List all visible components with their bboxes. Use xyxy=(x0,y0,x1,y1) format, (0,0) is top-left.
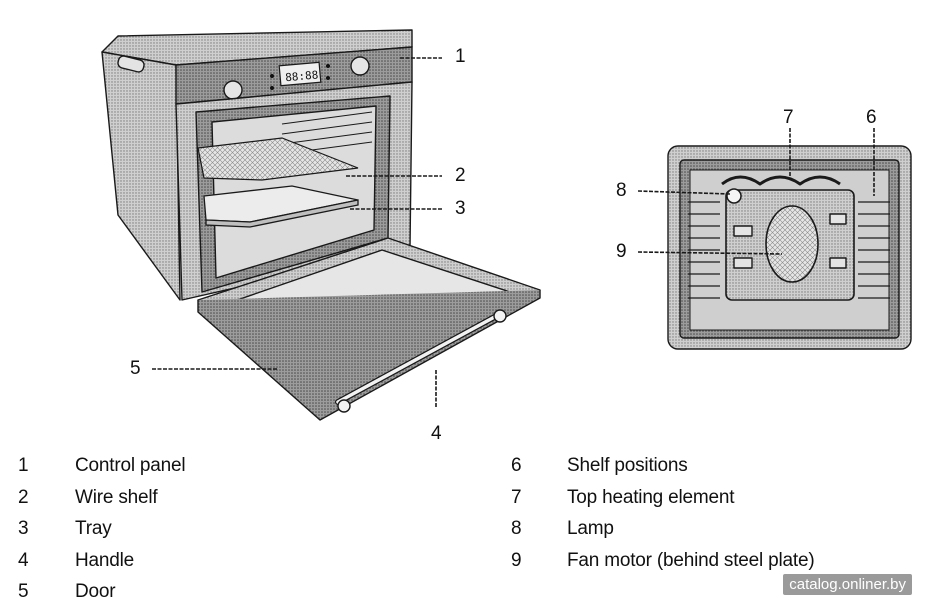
fan-motor xyxy=(765,205,819,283)
callout-3: 3 xyxy=(455,198,466,219)
legend-num-6: 6 xyxy=(511,455,522,476)
tray xyxy=(203,185,359,228)
left-knob xyxy=(223,80,243,100)
legend-text-6: Shelf positions xyxy=(567,455,688,476)
legend-text-4: Handle xyxy=(75,550,135,571)
door xyxy=(197,237,541,421)
oven-diagram: 88:88 xyxy=(101,29,912,421)
top-heating-element xyxy=(721,175,841,186)
legend-num-3: 3 xyxy=(18,518,29,539)
legend-text-8: Lamp xyxy=(567,518,614,539)
legend-num-7: 7 xyxy=(511,487,522,508)
callout-5: 5 xyxy=(130,358,141,379)
lamp xyxy=(726,188,742,204)
legend-num-8: 8 xyxy=(511,518,522,539)
legend-num-5: 5 xyxy=(18,581,29,602)
legend-text-7: Top heating element xyxy=(567,487,735,508)
control-panel: 88:88 xyxy=(175,46,413,105)
legend-text-3: Tray xyxy=(75,518,112,539)
wire-shelf xyxy=(197,137,359,181)
legend-text-2: Wire shelf xyxy=(75,487,158,508)
callout-6: 6 xyxy=(866,107,877,128)
right-knob xyxy=(350,56,370,76)
callout-2: 2 xyxy=(455,165,466,186)
legend-text-5: Door xyxy=(75,581,116,602)
watermark: catalog.onliner.by xyxy=(783,574,912,595)
legend-num-1: 1 xyxy=(18,455,29,476)
leader-lines xyxy=(152,57,875,408)
display-window xyxy=(278,61,322,87)
legend-text-9: Fan motor (behind steel plate) xyxy=(567,550,815,571)
callout-4: 4 xyxy=(431,423,442,444)
shelf-positions xyxy=(688,201,890,299)
legend-num-2: 2 xyxy=(18,487,29,508)
callout-8: 8 xyxy=(616,180,627,201)
callout-1: 1 xyxy=(455,46,466,67)
oven-body xyxy=(101,29,413,301)
legend-text-1: Control panel xyxy=(75,455,186,476)
legend-num-4: 4 xyxy=(18,550,29,571)
display-digits: 88:88 xyxy=(285,68,319,84)
callout-7: 7 xyxy=(783,107,794,128)
callout-9: 9 xyxy=(616,241,627,262)
interior-view xyxy=(667,145,912,350)
legend-num-9: 9 xyxy=(511,550,522,571)
